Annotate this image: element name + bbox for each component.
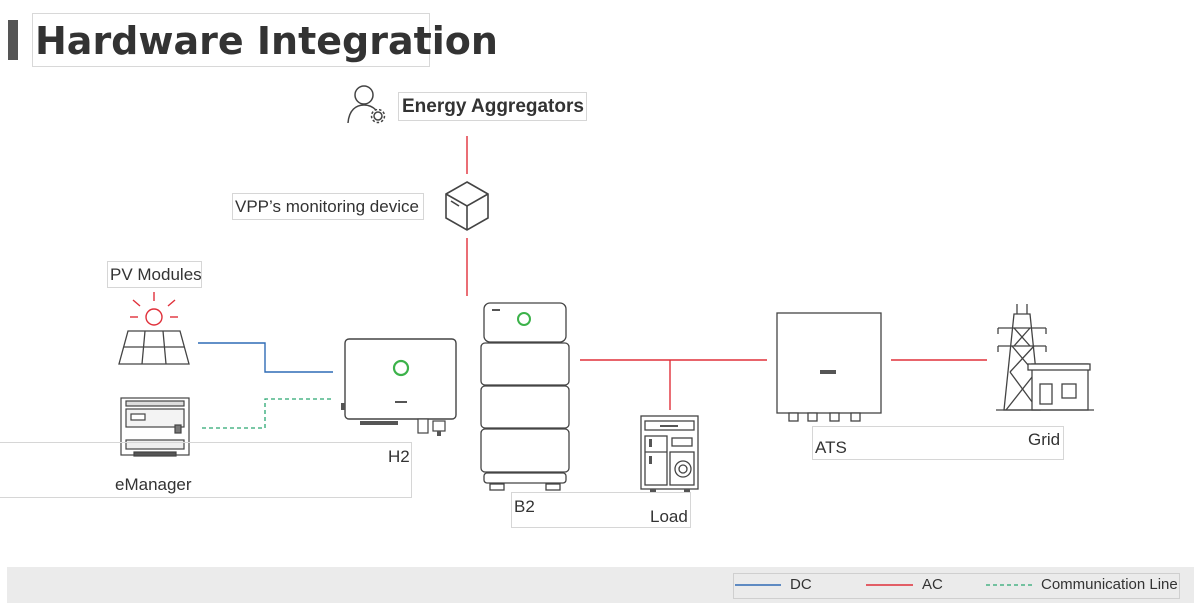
building-icon [996, 363, 1094, 411]
legend-swatches [735, 584, 1033, 586]
household-appliances-icon [640, 415, 699, 492]
load-label: Load [650, 507, 688, 526]
ats-grid-label-box [812, 426, 1064, 460]
b2-label: B2 [514, 497, 535, 516]
grid-label: Grid [1028, 430, 1061, 449]
dc-line-pv-h2 [198, 342, 333, 373]
legend-comm-label: Communication Line [1041, 576, 1178, 593]
legend-dc-label: DC [790, 576, 812, 593]
solar-panel-icon [118, 330, 190, 365]
legend [733, 573, 1180, 599]
pv-modules-label: PV Modules [107, 261, 202, 288]
comm-line-emanager-h2 [202, 398, 333, 429]
sun-icon [130, 292, 178, 326]
battery-stack-icon [480, 302, 570, 491]
emanager-device-icon [120, 397, 190, 457]
page-title: Hardware Integration [32, 13, 498, 67]
vpp-monitoring-device-label: VPP’s monitoring device [232, 193, 424, 220]
h2-label: H2 [388, 447, 410, 466]
emanager-h2-label-box [0, 442, 412, 498]
legend-ac-label: AC [922, 576, 943, 593]
emanager-label: eManager [115, 475, 192, 494]
user-gear-icon [347, 85, 386, 124]
ats-label: ATS [815, 438, 847, 457]
package-cube-icon [445, 181, 489, 231]
title-accent-bar [8, 20, 18, 60]
b2-load-label-box [511, 492, 691, 528]
inverter-icon [341, 338, 457, 436]
ats-switch-icon [776, 312, 882, 422]
energy-aggregators-label: Energy Aggregators [398, 92, 587, 121]
